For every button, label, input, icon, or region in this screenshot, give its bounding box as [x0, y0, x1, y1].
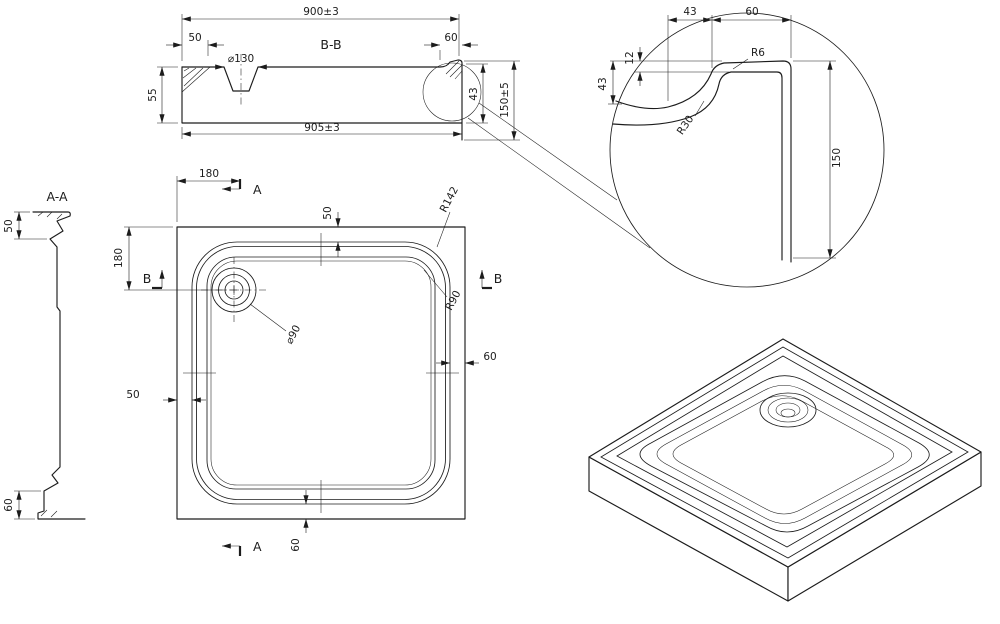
iso-basin-edge [639, 375, 930, 533]
iso-drain-mid [767, 397, 809, 423]
dim-detail-wall-text: 43 [597, 77, 609, 90]
cut-mark-a-top: A [221, 179, 262, 197]
dim-plan-rim-bottom-text: 60 [290, 538, 302, 551]
dim-bb-width-bottom: 905±3 [181, 122, 463, 139]
section-aa-view: A-A 50 60 [3, 189, 86, 520]
plan-view: A A B B 180 50 R142 [113, 168, 502, 556]
dim-bb-offset-right: 60 [424, 32, 478, 60]
dim-plan-offset-top-text: 180 [199, 168, 219, 180]
bb-left-hatch [181, 66, 211, 93]
dim-plan-radius-outer-text: R142 [438, 185, 461, 215]
cut-mark-a-bottom: A [221, 539, 262, 556]
plan-outer-square [176, 226, 466, 520]
dim-aa-top-text: 50 [3, 219, 15, 232]
bb-profile-bottom [181, 66, 463, 124]
bb-profile-top [181, 59, 463, 141]
detail-profile-outer [615, 60, 792, 263]
dim-plan-rim-right-text: 60 [483, 351, 496, 363]
dim-detail-top-left: 43 [667, 6, 713, 101]
dim-plan-rim-left-text: 50 [126, 389, 139, 401]
dim-bb-height-total-text: 150±5 [499, 82, 511, 118]
aa-hatch [37, 211, 63, 518]
dim-plan-rim-top-text: 50 [322, 206, 334, 219]
cut-label-a-bottom: A [253, 539, 262, 554]
detail-leader-1 [478, 102, 618, 201]
dim-aa-bottom: 60 [3, 490, 41, 520]
dim-detail-wall: 43 [597, 60, 622, 105]
cut-label-b-right: B [494, 271, 503, 286]
detail-leader-2 [467, 117, 651, 249]
dim-aa-top: 50 [3, 211, 47, 240]
dim-detail-top-right: 60 [711, 6, 792, 58]
iso-rim-line-2 [616, 355, 953, 548]
dim-detail-radius-small-text: R6 [751, 47, 765, 59]
iso-rim-line-1 [600, 346, 969, 559]
dim-detail-lip-text: 12 [624, 51, 636, 64]
dim-detail-radius-large-text: R30 [675, 113, 697, 137]
plan-drain-cross [229, 285, 239, 295]
iso-top-face [588, 338, 982, 568]
dim-plan-rim-left: 50 [126, 389, 206, 403]
dim-detail-height: 150 [793, 60, 843, 259]
aa-profile [32, 211, 86, 520]
dim-bb-height-left: 55 [147, 66, 178, 124]
dim-bb-width-top: 900±3 [181, 6, 460, 61]
dim-plan-rim-right: 60 [436, 351, 497, 366]
iso-drain-cap [780, 408, 796, 418]
dim-detail-top-left-text: 43 [683, 6, 696, 18]
dim-plan-offset-top: 180 [176, 168, 241, 222]
dim-bb-height-left-text: 55 [147, 88, 159, 101]
iso-basin-contour-1 [656, 384, 913, 524]
cut-label-b-left: B [143, 271, 152, 286]
detail-view: 43 60 12 43 R6 R30 [597, 6, 885, 288]
dim-bb-offset-left: 50 [166, 32, 224, 56]
iso-basin-contour-2 [672, 395, 895, 515]
dim-bb-height-right-text: 43 [468, 87, 480, 100]
dim-detail-radius-small: R6 [732, 47, 765, 70]
dim-aa-bottom-text: 60 [3, 498, 15, 511]
iso-drain-outer [759, 392, 817, 428]
dim-bb-drain: ⌀130 [206, 53, 276, 70]
dim-bb-height-right: 43 [466, 63, 488, 124]
dim-bb-offset-left-text: 50 [188, 32, 201, 44]
plan-mid-ticks [183, 233, 459, 513]
section-bb-view: 900±3 905±3 50 60 ⌀130 B-B [147, 6, 651, 249]
dim-bb-offset-right-text: 60 [444, 32, 457, 44]
detail-profile-inner [612, 71, 783, 261]
cut-mark-b-left: B [143, 269, 165, 290]
dim-plan-offset-left: 180 [113, 226, 226, 291]
dim-plan-rim-bottom: 60 [290, 490, 309, 552]
section-aa-label: A-A [46, 189, 68, 204]
detail-circle [609, 12, 885, 288]
cut-mark-b-right: B [479, 269, 503, 290]
dim-plan-rim-top: 50 [322, 206, 341, 257]
dim-detail-radius-large: R30 [675, 100, 705, 137]
dim-detail-top-right-text: 60 [745, 6, 758, 18]
dim-bb-width-top-text: 900±3 [303, 6, 339, 18]
isometric-view [588, 338, 982, 602]
dim-bb-width-bottom-text: 905±3 [304, 122, 340, 134]
dim-detail-height-text: 150 [831, 148, 843, 168]
dim-detail-lip: 12 [610, 47, 729, 86]
dim-plan-offset-left-text: 180 [113, 248, 125, 268]
section-bb-label: B-B [320, 37, 341, 52]
dim-bb-drain-text: ⌀130 [228, 53, 254, 65]
dim-bb-height-total: 150±5 [464, 60, 520, 141]
cut-label-a-top: A [253, 182, 262, 197]
